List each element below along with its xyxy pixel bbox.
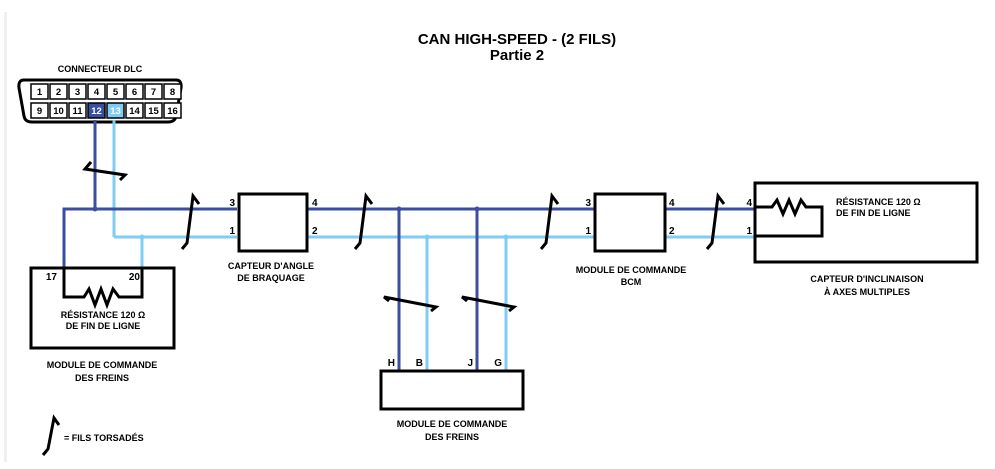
dlc-pin-label-14: 14 — [129, 106, 140, 117]
dlc-pin-label-2: 2 — [56, 87, 61, 98]
dlc-pin-label-3: 3 — [75, 87, 80, 98]
resistor-icon — [62, 268, 144, 310]
pin-g: G — [494, 358, 502, 369]
junction-dot — [503, 234, 509, 240]
dlc-pin-cell-16 — [163, 102, 182, 119]
dlc-pin-label-9: 9 — [37, 106, 42, 117]
resistor-label-line1: RÉSISTANCE 120 Ω — [836, 197, 921, 207]
pin-4: 4 — [312, 198, 318, 209]
dlc-pin-label-13: 13 — [110, 106, 121, 117]
resistor-label-line2: DE FIN DE LIGNE — [66, 321, 141, 331]
pin-b: B — [416, 358, 423, 369]
twisted-pair-icon — [539, 192, 560, 250]
tilt-sensor: 4 1 RÉSISTANCE 120 Ω DE FIN DE LIGNE CAP… — [746, 181, 979, 297]
dlc-pin-label-16: 16 — [167, 106, 178, 117]
dlc-pin-cell-9 — [30, 102, 49, 119]
pin-2: 2 — [669, 226, 675, 237]
dlc-pin-cell-2 — [49, 83, 68, 100]
resistor-icon — [755, 196, 824, 238]
dlc-pin-cell-11 — [68, 102, 87, 119]
twisted-pair-icon — [41, 414, 61, 456]
steering-angle-sensor: 3 1 4 2 CAPTEUR D'ANGLE DE BRAQUAGE — [228, 192, 318, 283]
bcm-label-line2: BCM — [621, 277, 642, 287]
dlc-pin-label-12: 12 — [91, 106, 102, 117]
steering-label-line1: CAPTEUR D'ANGLE — [228, 261, 314, 271]
junction-dot — [474, 206, 480, 212]
junction-dot — [396, 206, 402, 212]
dlc-pin-label-5: 5 — [113, 87, 119, 98]
dlc-pin-label-15: 15 — [148, 106, 159, 117]
brakes-left-label-line1: MODULE DE COMMANDE — [47, 360, 158, 370]
twisted-pair-icon — [353, 192, 374, 250]
twisted-pair-icon — [180, 192, 201, 250]
resistor-label-line2: DE FIN DE LIGNE — [836, 208, 911, 218]
dlc-pin-label-1: 1 — [37, 87, 43, 98]
dlc-pin-cell-13 — [106, 102, 125, 119]
resistor-label-line1: RÉSISTANCE 120 Ω — [61, 310, 146, 320]
pin-2: 2 — [312, 226, 318, 237]
twisted-pair-icon — [705, 192, 726, 250]
dlc-pin-cell-6 — [125, 83, 144, 100]
diagram-title: CAN HIGH-SPEED - (2 FILS) — [418, 31, 616, 48]
left-border — [4, 12, 7, 462]
dlc-pin-cell-1 — [30, 83, 49, 100]
junction-dot — [92, 206, 98, 212]
brakes-module-left-box — [29, 266, 176, 350]
diagram-subtitle: Partie 2 — [490, 47, 544, 64]
dlc-pin-cell-4 — [87, 83, 106, 100]
pin-j: J — [467, 358, 473, 369]
dlc-pin-cell-8 — [163, 83, 182, 100]
pin-3: 3 — [229, 198, 235, 209]
pin-3: 3 — [585, 198, 591, 209]
legend-label: = FILS TORSADÉS — [64, 433, 144, 443]
junction-dot — [139, 234, 145, 240]
brakes-module-left: 17 20 RÉSISTANCE 120 Ω DE FIN DE LIGNE M… — [29, 266, 176, 383]
pin-4: 4 — [669, 198, 675, 209]
steering-angle-sensor-box — [237, 192, 309, 253]
dlc-pin-cell-15 — [144, 102, 163, 119]
pin-4: 4 — [746, 198, 752, 209]
pin-17: 17 — [46, 272, 58, 283]
dlc-pin-cell-3 — [68, 83, 87, 100]
dlc-pin-cell-7 — [144, 83, 163, 100]
tilt-label-line2: À AXES MULTIPLES — [824, 287, 910, 297]
pin-1: 1 — [746, 226, 752, 237]
tilt-sensor-box — [753, 181, 979, 264]
twisted-pair-icon — [461, 295, 518, 313]
bcm-label-line1: MODULE DE COMMANDE — [576, 265, 687, 275]
twisted-pair-markers — [82, 161, 726, 313]
legend: = FILS TORSADÉS — [41, 414, 144, 456]
bcm-module-box — [593, 192, 667, 253]
dlc-pin-cell-10 — [49, 102, 68, 119]
brakes-bottom-label-line2: DES FREINS — [425, 432, 479, 442]
dlc-label: CONNECTEUR DLC — [58, 64, 143, 74]
pin-1: 1 — [229, 226, 235, 237]
dlc-pin-label-11: 11 — [72, 106, 83, 117]
brakes-module-bottom-box — [379, 369, 525, 411]
tilt-label-line1: CAPTEUR D'INCLINAISON — [810, 274, 923, 284]
dlc-pin-label-7: 7 — [151, 87, 156, 98]
dlc-pin-cell-5 — [106, 83, 125, 100]
brakes-module-bottom: H B J G MODULE DE COMMANDE DES FREINS — [379, 358, 525, 442]
dlc-pin-label-10: 10 — [53, 106, 64, 117]
pin-h: H — [388, 358, 395, 369]
junction-dot — [424, 234, 430, 240]
dlc-pin-cell-12 — [87, 102, 106, 119]
brakes-left-label-line2: DES FREINS — [75, 373, 129, 383]
pin-20: 20 — [129, 272, 141, 283]
steering-label-line2: DE BRAQUAGE — [237, 273, 305, 283]
dlc-pin-cell-14 — [125, 102, 144, 119]
dlc-pin-label-8: 8 — [170, 87, 175, 98]
twisted-pair-icon — [383, 295, 440, 313]
dlc-pin-label-4: 4 — [94, 87, 100, 98]
pin-1: 1 — [585, 226, 591, 237]
brakes-bottom-label-line1: MODULE DE COMMANDE — [397, 419, 508, 429]
wire-high-left — [62, 207, 237, 268]
dlc-pin-label-6: 6 — [132, 87, 137, 98]
twisted-pair-icon — [82, 161, 129, 182]
bcm-module: 3 1 4 2 MODULE DE COMMANDE BCM — [576, 192, 687, 287]
